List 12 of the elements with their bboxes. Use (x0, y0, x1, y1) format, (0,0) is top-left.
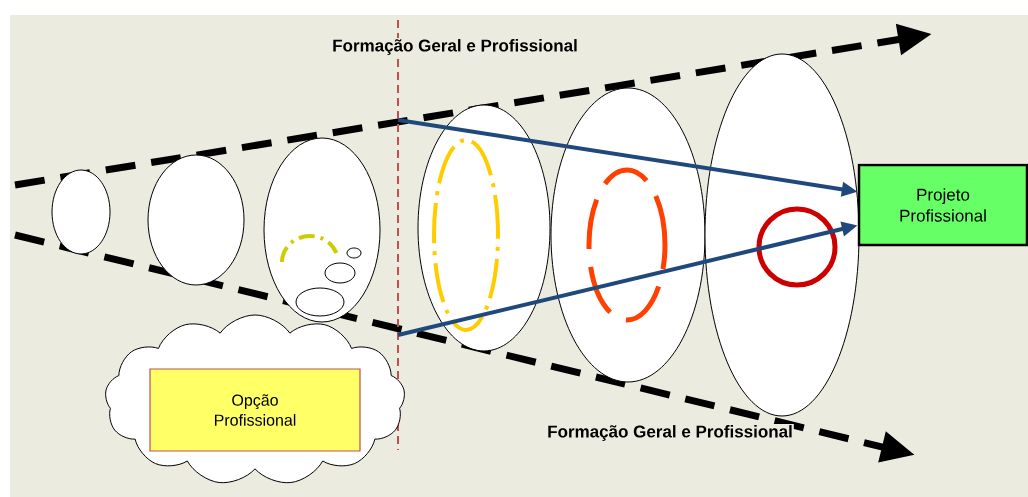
ellipse (704, 53, 860, 417)
heading: Formação Geral e Profissional (548, 425, 792, 441)
heading: Formação Geral e Profissional (333, 39, 577, 55)
text-box: Projeto Profissional (857, 163, 1028, 247)
dashed-ring (586, 167, 668, 323)
ellipse (51, 169, 111, 255)
ellipse (550, 87, 706, 383)
ellipse (417, 104, 551, 352)
ellipse (147, 154, 245, 286)
text-box: Opção Profissional (149, 368, 361, 452)
ring (756, 206, 838, 288)
dash-dot-ring (432, 138, 500, 332)
